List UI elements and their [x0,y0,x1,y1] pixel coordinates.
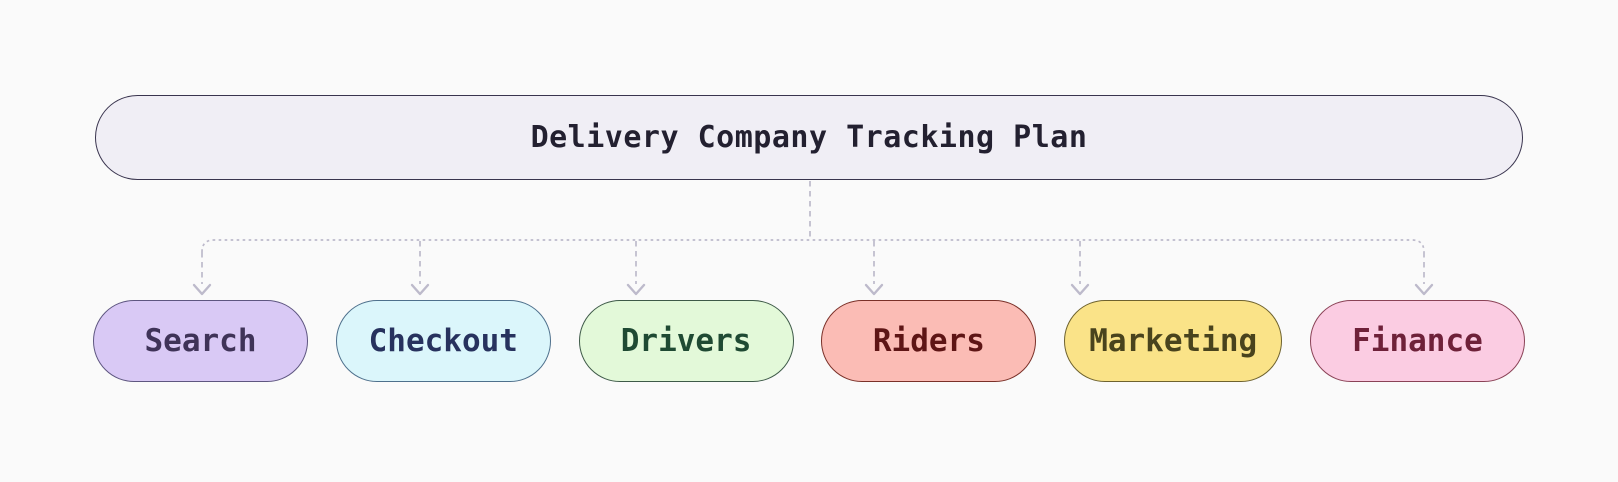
arrow-down-icon [1070,283,1090,296]
arrow-down-icon [410,283,430,296]
node-label: Riders [872,323,985,359]
node-label: Checkout [368,323,518,359]
node-label: Finance [1352,323,1483,359]
arrow-down-icon [1414,283,1434,296]
branch-row: Search Checkout Drivers Riders Marketing Fina… [93,300,1525,382]
connector-rail [201,239,1425,253]
node-finance[interactable]: Finance [1309,300,1525,382]
root-node[interactable]: Delivery Company Tracking Plan [95,95,1523,180]
node-search[interactable]: Search [93,300,308,382]
node-riders[interactable]: Riders [821,300,1037,382]
node-label: Marketing [1089,323,1258,359]
root-node-label: Delivery Company Tracking Plan [530,120,1088,155]
node-checkout[interactable]: Checkout [335,300,551,382]
arrow-down-icon [626,283,646,296]
node-drivers[interactable]: Drivers [578,300,794,382]
node-marketing[interactable]: Marketing [1064,300,1283,382]
arrow-down-icon [192,283,212,296]
arrow-down-icon [864,283,884,296]
node-label: Drivers [620,323,752,359]
node-label: Search [144,323,257,359]
